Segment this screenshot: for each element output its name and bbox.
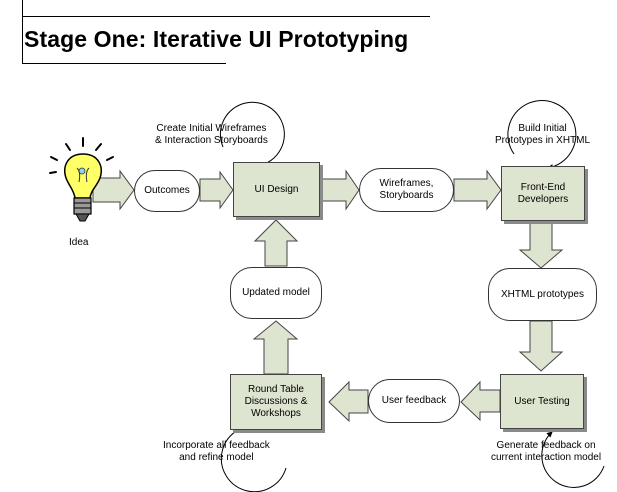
node-user-feedback: User feedback [368,379,460,423]
note-generate-feedback: Generate feedback on current interaction… [491,440,602,463]
page-title: Stage One: Iterative UI Prototyping [24,26,409,52]
arrow-xhtml-usertesting [518,320,564,372]
arrow-roundtable-updated [252,320,299,375]
arrow-idea-outcomes [92,169,135,211]
node-front-end: Front-End Developers [501,166,585,221]
node-ui-design: UI Design [233,162,320,217]
idea-label: Idea [69,237,89,248]
node-xhtml-prototypes: XHTML prototypes [488,268,597,321]
arrow-usertesting-feedback [460,380,501,422]
cycle-circle-create [219,101,285,170]
node-wireframes: Wireframes, Storyboards [359,168,454,212]
node-user-testing: User Testing [500,374,584,429]
arrow-uidesign-wireframes [319,169,360,211]
arrow-wireframes-frontend [453,169,502,211]
cycle-circle-incorporate [220,422,287,492]
arrow-frontend-xhtml [518,221,564,269]
arrow-updated-uidesign [253,219,299,267]
cycle-circle-build [507,100,577,171]
arrow-feedback-roundtable [328,380,369,423]
lightbulb-icon [49,137,114,222]
title-rule-left [22,0,23,64]
node-updated-model: Updated model [230,267,322,319]
note-build-prototypes: Build Initial Prototypes in XHTML [495,123,591,146]
arrow-outcomes-uidesign [199,170,234,210]
node-outcomes: Outcomes [134,170,200,212]
title-rule-bottom [22,63,226,64]
node-round-table: Round Table Discussions & Workshops [230,374,322,430]
cycle-circle-generate [541,431,605,488]
note-create-wireframes: Create Initial Wireframes & Interaction … [155,123,268,146]
title-rule-top [22,16,430,17]
note-incorporate-feedback: Incorporate all feedback and refine mode… [163,440,270,463]
